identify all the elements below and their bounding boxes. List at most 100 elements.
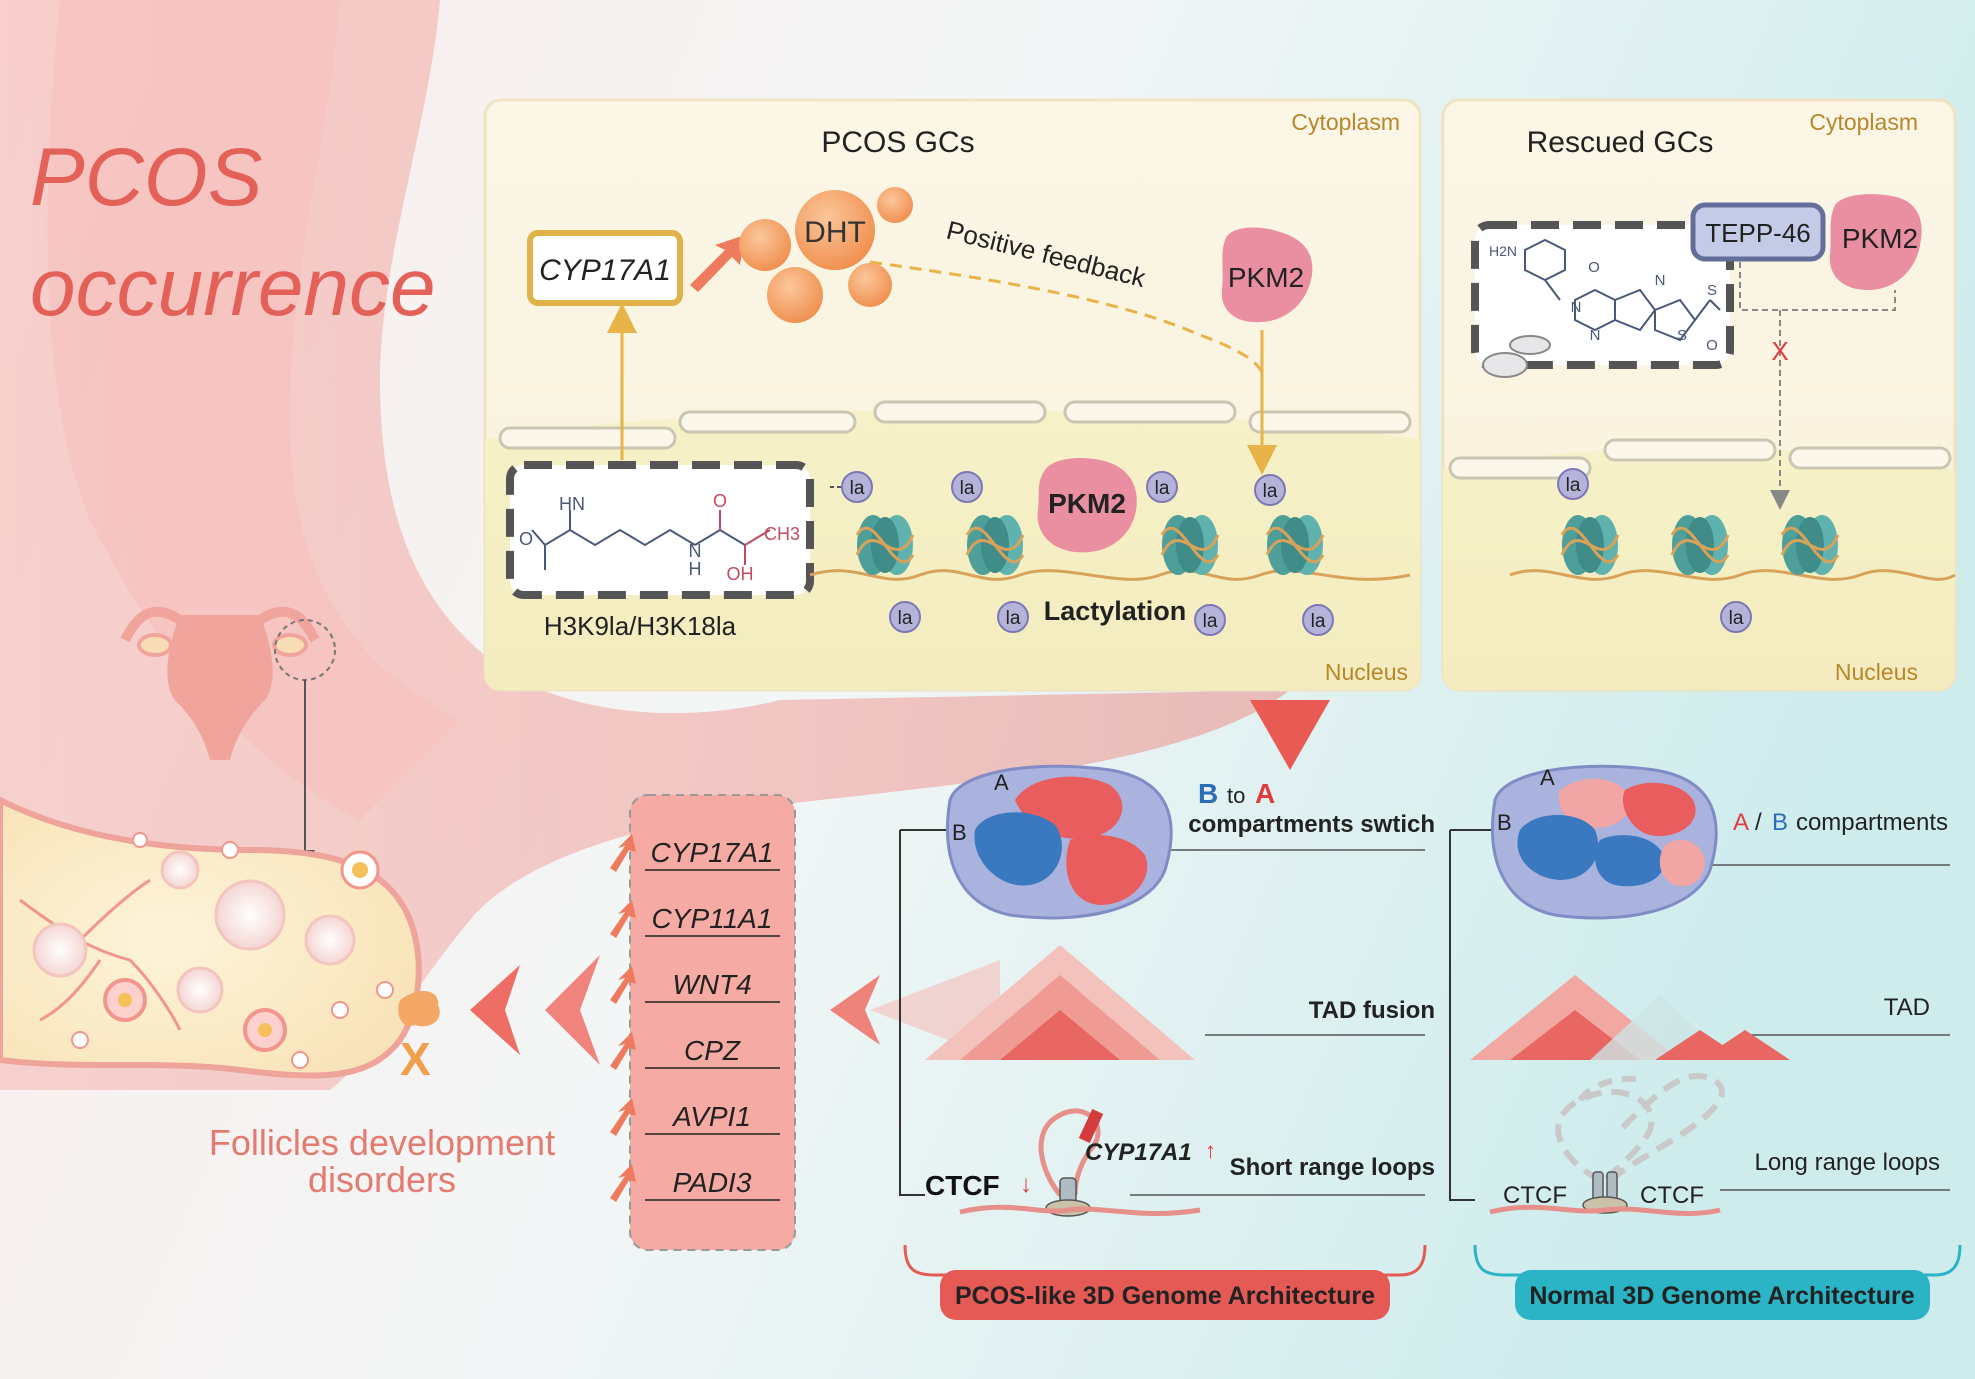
pcos-nucleus-label: Nucleus	[1325, 659, 1408, 685]
tepp46-structure	[1524, 238, 1721, 342]
gene-name: AVPI1	[671, 1101, 751, 1132]
gene-name: CYP17A1	[651, 837, 774, 868]
tepp-s-atom: S	[1677, 327, 1687, 344]
oh-group: OH	[727, 564, 754, 584]
normal-b-label: B	[1497, 810, 1512, 835]
pcos-gcs-panel	[483, 98, 1422, 692]
pkm2-cytoplasm-label: PKM2	[1228, 262, 1304, 293]
rescued-pkm2-blob	[1829, 194, 1922, 290]
follicle-x-mark: X	[400, 1033, 431, 1085]
histone-marks-label: H3K9la/H3K18la	[544, 611, 737, 641]
gene-list-item: PADI3	[610, 1164, 780, 1202]
pkm2-nuclear-blob	[1037, 458, 1137, 553]
lactylation-mark: la	[841, 471, 873, 503]
follicles-label-line2: disorders	[308, 1159, 456, 1200]
oxygen-atom: O	[519, 529, 533, 549]
dht-molecules	[739, 187, 913, 323]
upregulation-arrow-icon	[610, 834, 636, 872]
title-line1: PCOS	[30, 132, 262, 223]
short-range-loops-label: Short range loops	[1230, 1154, 1435, 1181]
loop-gene-label: CYP17A1	[1085, 1139, 1192, 1166]
svg-text:la: la	[1006, 608, 1021, 629]
svg-text:la: la	[960, 478, 975, 499]
nucleosome	[1265, 515, 1325, 575]
hn-atom: HN	[559, 494, 585, 514]
nucleosome	[1670, 515, 1730, 575]
normal-architecture-banner: Normal 3D Genome Architecture	[1529, 1282, 1914, 1310]
compartment-switch-label: compartments swtich	[1188, 811, 1435, 838]
tepp-n-atom-3: N	[1655, 272, 1666, 289]
title-line2: occurrence	[30, 242, 436, 333]
upregulation-arrow-icon	[610, 1164, 636, 1202]
switch-b-letter: B	[1198, 778, 1218, 809]
rescued-la-marks: la la	[1557, 468, 1752, 633]
pcos-cytoplasm-label: Cytoplasm	[1291, 109, 1400, 135]
h2n-group: H2N	[1489, 243, 1517, 259]
nucleosome	[1560, 515, 1620, 575]
normal-comp-a: A	[1733, 809, 1749, 836]
gene-list-item: CPZ	[610, 1032, 780, 1070]
pcos-genome-section	[899, 764, 1427, 1320]
loop-gene-up-arrow: ↑	[1205, 1138, 1216, 1163]
cyp17a1-gene-label: CYP17A1	[539, 254, 671, 287]
positive-feedback-arrow	[869, 260, 1264, 373]
rescued-panel-title: Rescued GCs	[1527, 126, 1714, 159]
gene-list-item: CYP11A1	[610, 900, 780, 938]
follicles-label-line1: Follicles development	[209, 1122, 555, 1163]
pill-icon	[1482, 335, 1551, 378]
cyp17a1-gene-box	[527, 230, 683, 306]
svg-text:la: la	[1566, 475, 1581, 496]
svg-text:la: la	[1263, 481, 1278, 502]
gene-name: WNT4	[672, 969, 751, 1000]
lactyl-lysine-structure	[531, 486, 850, 570]
upregulation-arrow-icon	[610, 1032, 636, 1070]
lactylation-mark: la	[889, 601, 921, 633]
normal-tad-label: TAD	[1884, 994, 1930, 1021]
rescued-cytoplasm-label: Cytoplasm	[1809, 109, 1918, 135]
svg-text:la: la	[850, 478, 865, 499]
lactylation-mark: la	[1194, 604, 1226, 636]
blocked-x-mark: X	[1771, 336, 1788, 366]
svg-text:la: la	[1203, 611, 1218, 632]
gene-list-item: AVPI1	[610, 1098, 780, 1136]
amide-n-atom: N	[689, 541, 702, 561]
uterus-icon	[120, 606, 336, 760]
upregulation-arrow-icon	[690, 235, 745, 292]
switch-to-word: to	[1227, 783, 1245, 808]
lactylation-mark: la	[1720, 601, 1752, 633]
pkm2-nucleus-label: PKM2	[1048, 488, 1126, 519]
tepp-n-atom-1: N	[1571, 299, 1582, 316]
rescued-nucleosomes	[1560, 515, 1840, 575]
upregulation-arrow-icon	[610, 900, 636, 938]
rescued-dna-strand	[1509, 569, 1956, 581]
lactylation-mark: la	[951, 471, 983, 503]
normal-ctcf-right: CTCF	[1640, 1182, 1704, 1209]
nucleosome	[1160, 515, 1220, 575]
gene-name: CPZ	[684, 1035, 741, 1066]
lactylation-mark: la	[1302, 604, 1334, 636]
pcos-a-label: A	[994, 770, 1009, 795]
normal-genome-section	[1449, 764, 1962, 1320]
normal-comp-b: B	[1772, 809, 1788, 836]
tepp46-label-box	[1690, 202, 1826, 262]
down-arrow-icon	[1250, 700, 1330, 770]
nucleosome	[855, 515, 915, 575]
rescued-pkm2-label: PKM2	[1842, 223, 1918, 254]
gene-name: PADI3	[673, 1167, 752, 1198]
nuclear-membrane	[498, 400, 1412, 450]
pcos-nucleosomes	[855, 515, 1325, 575]
lactylation-mark: la	[997, 601, 1029, 633]
svg-text:la: la	[1311, 611, 1326, 632]
lactyl-lysine-structure-box	[506, 461, 814, 599]
ctcf-down-arrow: ↓	[1020, 1171, 1032, 1198]
uterine-tube-shape	[0, 0, 1290, 1090]
chevron-left-icon	[545, 955, 600, 1065]
binding-connector	[1739, 262, 1896, 311]
normal-comp-slash: /	[1755, 809, 1762, 836]
pcos-panel-title: PCOS GCs	[821, 126, 974, 159]
normal-compartments-label: compartments	[1796, 809, 1948, 836]
rescued-nucleus-label: Nucleus	[1835, 659, 1918, 685]
